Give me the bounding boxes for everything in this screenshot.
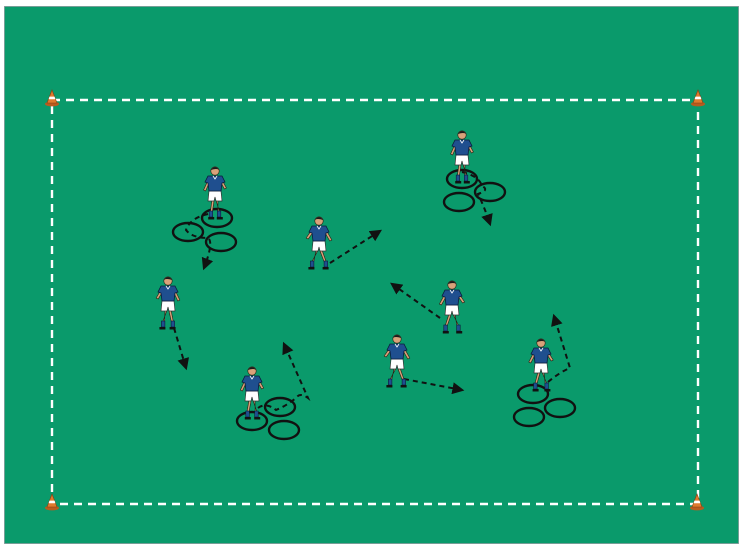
pitch-surface <box>4 6 739 544</box>
training-pitch <box>4 6 739 544</box>
